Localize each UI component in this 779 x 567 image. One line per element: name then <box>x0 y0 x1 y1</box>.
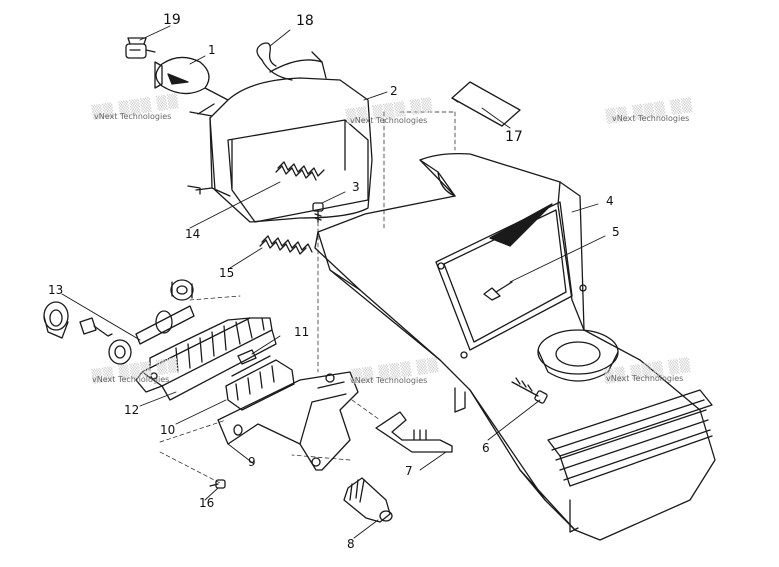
watermark-text: vNext Technologies <box>350 116 428 125</box>
callout-16: 16 <box>199 496 215 510</box>
callout-17: 17 <box>505 129 523 145</box>
ignition-key <box>79 317 113 337</box>
watermark-text: vNext Technologies <box>94 112 172 121</box>
callout-15: 15 <box>219 266 235 280</box>
panel-grommet <box>170 279 194 301</box>
callout-18: 18 <box>296 13 314 29</box>
switch-part-11 <box>237 349 257 365</box>
watermark-text: vNext Technologies <box>350 376 428 385</box>
screw-16 <box>209 479 226 489</box>
callout-2: 2 <box>390 84 398 98</box>
bulb-socket <box>125 37 156 59</box>
callout-11: 11 <box>294 325 310 339</box>
callout-6: 6 <box>482 441 490 455</box>
mounting-bracket <box>217 371 359 471</box>
watermark-text: vNext Technologies <box>92 375 170 384</box>
decal-17 <box>451 81 521 127</box>
headlight-bulb <box>154 56 229 101</box>
callout-7: 7 <box>405 464 413 478</box>
callout-13: 13 <box>48 283 64 297</box>
screw-3 <box>312 202 324 223</box>
leader-lines <box>61 25 606 539</box>
adjuster-spring-upper <box>275 161 325 181</box>
callout-3: 3 <box>352 180 360 194</box>
switch-panel <box>135 310 277 401</box>
switch-block <box>225 355 295 411</box>
adjuster-spring-lower <box>259 235 313 255</box>
callout-10: 10 <box>160 423 176 437</box>
callout-8: 8 <box>347 537 355 551</box>
ignition-switch <box>43 301 69 339</box>
headlight-housing <box>187 51 373 223</box>
callout-14: 14 <box>185 227 201 241</box>
rubber-strip <box>135 305 195 345</box>
callout-19: 19 <box>163 12 181 28</box>
watermark-text: vNext Technologies <box>612 114 690 123</box>
callout-5: 5 <box>612 225 620 239</box>
screw-5 <box>483 281 513 301</box>
dimmer-switch <box>375 411 453 453</box>
callout-1: 1 <box>208 43 216 57</box>
screw-6 <box>511 377 548 404</box>
watermark-text: vNext Technologies <box>606 374 684 383</box>
callout-4: 4 <box>606 194 614 208</box>
assembly-lines <box>159 111 456 485</box>
rubber-boot <box>343 477 393 523</box>
callout-12: 12 <box>124 403 140 417</box>
hood-console <box>314 152 716 541</box>
callout-9: 9 <box>248 455 256 469</box>
switch-grommet <box>108 339 132 365</box>
wire-clip <box>256 42 293 81</box>
